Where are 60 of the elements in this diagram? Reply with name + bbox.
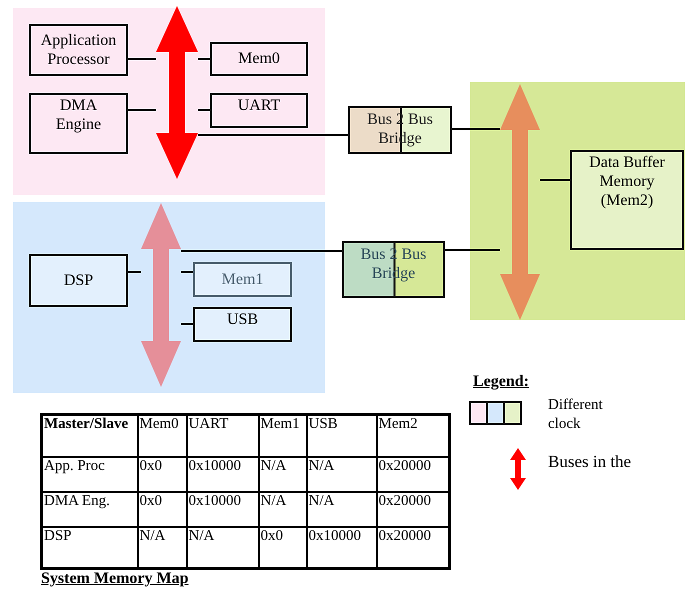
connector-line bbox=[445, 249, 500, 251]
clock-domain-region bbox=[470, 82, 685, 320]
table-cell: Mem1 bbox=[258, 414, 306, 456]
table-cell: DMA Eng. bbox=[42, 492, 138, 526]
connector-line bbox=[198, 109, 210, 111]
bridge-box bbox=[342, 241, 445, 298]
connector-line bbox=[128, 109, 156, 111]
block-box bbox=[29, 254, 128, 307]
clock-domain-region bbox=[13, 8, 325, 195]
block-box bbox=[210, 42, 308, 76]
connector-line bbox=[128, 271, 141, 273]
block-box bbox=[210, 93, 308, 128]
table-cell: 0x0 bbox=[138, 492, 186, 526]
box-label: Application Processor bbox=[40, 30, 118, 70]
connector-line bbox=[540, 179, 570, 181]
box-label: DMA Engine bbox=[54, 96, 102, 134]
table-cell: Master/Slave bbox=[42, 414, 138, 456]
bus-arrow bbox=[500, 84, 540, 320]
table-cell: Mem0 bbox=[138, 414, 186, 456]
table-cell: 0x10000 bbox=[186, 456, 258, 492]
legend-text: Different clock bbox=[548, 396, 604, 434]
table-cell: N/A bbox=[306, 492, 376, 526]
box-label: USB bbox=[226, 310, 258, 330]
box-label: Mem0 bbox=[238, 49, 280, 69]
box-label: Mem1 bbox=[222, 270, 264, 290]
bridge-box bbox=[348, 106, 452, 154]
table-cell: USB bbox=[306, 414, 376, 456]
table-cell: App. Proc bbox=[42, 456, 138, 492]
table-cell: N/A bbox=[138, 526, 186, 568]
connector-line bbox=[452, 128, 500, 130]
block-box bbox=[193, 262, 292, 297]
table-cell: N/A bbox=[306, 456, 376, 492]
table-cell: 0x10000 bbox=[186, 492, 258, 526]
table-cell: 0x10000 bbox=[306, 526, 376, 568]
table-cell: N/A bbox=[186, 526, 258, 568]
connector-line bbox=[128, 58, 156, 60]
connector-line bbox=[181, 323, 193, 325]
box-label: UART bbox=[238, 96, 280, 116]
table-cell: 0x0 bbox=[258, 526, 306, 568]
bus-arrow bbox=[141, 203, 181, 387]
table-cell: 0x0 bbox=[138, 456, 186, 492]
block-box bbox=[29, 24, 128, 76]
clock-domain-region bbox=[13, 202, 325, 393]
box-label: DSP bbox=[64, 270, 94, 290]
table-cell: DSP bbox=[42, 526, 138, 568]
table-caption: System Memory Map bbox=[41, 570, 189, 588]
table-cell: UART bbox=[186, 414, 258, 456]
box-label: Data Buffer Memory (Mem2) bbox=[588, 153, 666, 211]
block-box bbox=[29, 93, 128, 154]
connector-line bbox=[198, 134, 348, 136]
block-box bbox=[193, 307, 292, 342]
connector-line bbox=[198, 58, 210, 60]
connector-line bbox=[181, 271, 193, 273]
table-cell: N/A bbox=[258, 492, 306, 526]
bus-arrow bbox=[156, 6, 198, 179]
block-box bbox=[570, 150, 684, 250]
connector-line bbox=[181, 250, 342, 252]
table-cell: N/A bbox=[258, 456, 306, 492]
legend-text: Buses in the bbox=[548, 451, 632, 472]
legend-heading: Legend: bbox=[473, 373, 529, 391]
